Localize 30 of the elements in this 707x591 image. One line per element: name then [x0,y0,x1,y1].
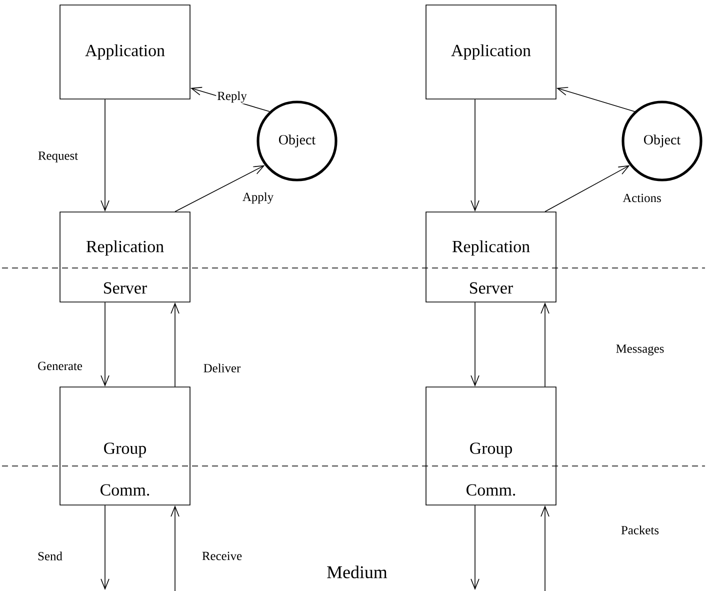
edge-label: Receive [202,552,242,560]
arrow [100,302,110,387]
process-box: Replication Server [426,212,556,302]
arrow [470,99,480,212]
arrow [540,302,550,387]
arrow [100,99,110,212]
arrow [470,302,480,387]
arrow [174,165,265,212]
edge-label: Deliver [204,364,241,372]
text-label: Messages [616,344,664,356]
process-box: Group Comm. [426,386,556,506]
arrow [100,505,110,590]
arrow [170,302,180,387]
text-label: Packets [621,526,659,534]
edge-label: Send [38,552,62,560]
text-label: Medium [327,566,388,578]
edge-label: Actions [622,194,661,202]
process-box: Group Comm. [60,386,190,506]
process-box: Replication Server [60,212,190,302]
edge-label: Request [38,152,78,162]
process-box: Application [60,4,190,100]
edge-label: Reply [218,91,247,103]
arrow [170,505,180,591]
edge-label: Generate [38,362,82,370]
arrow [470,505,480,590]
arrow [556,86,635,112]
process-box: Application [426,4,556,100]
arrow [540,505,550,591]
edge-label: Apply [242,192,274,204]
arrow [544,165,630,212]
